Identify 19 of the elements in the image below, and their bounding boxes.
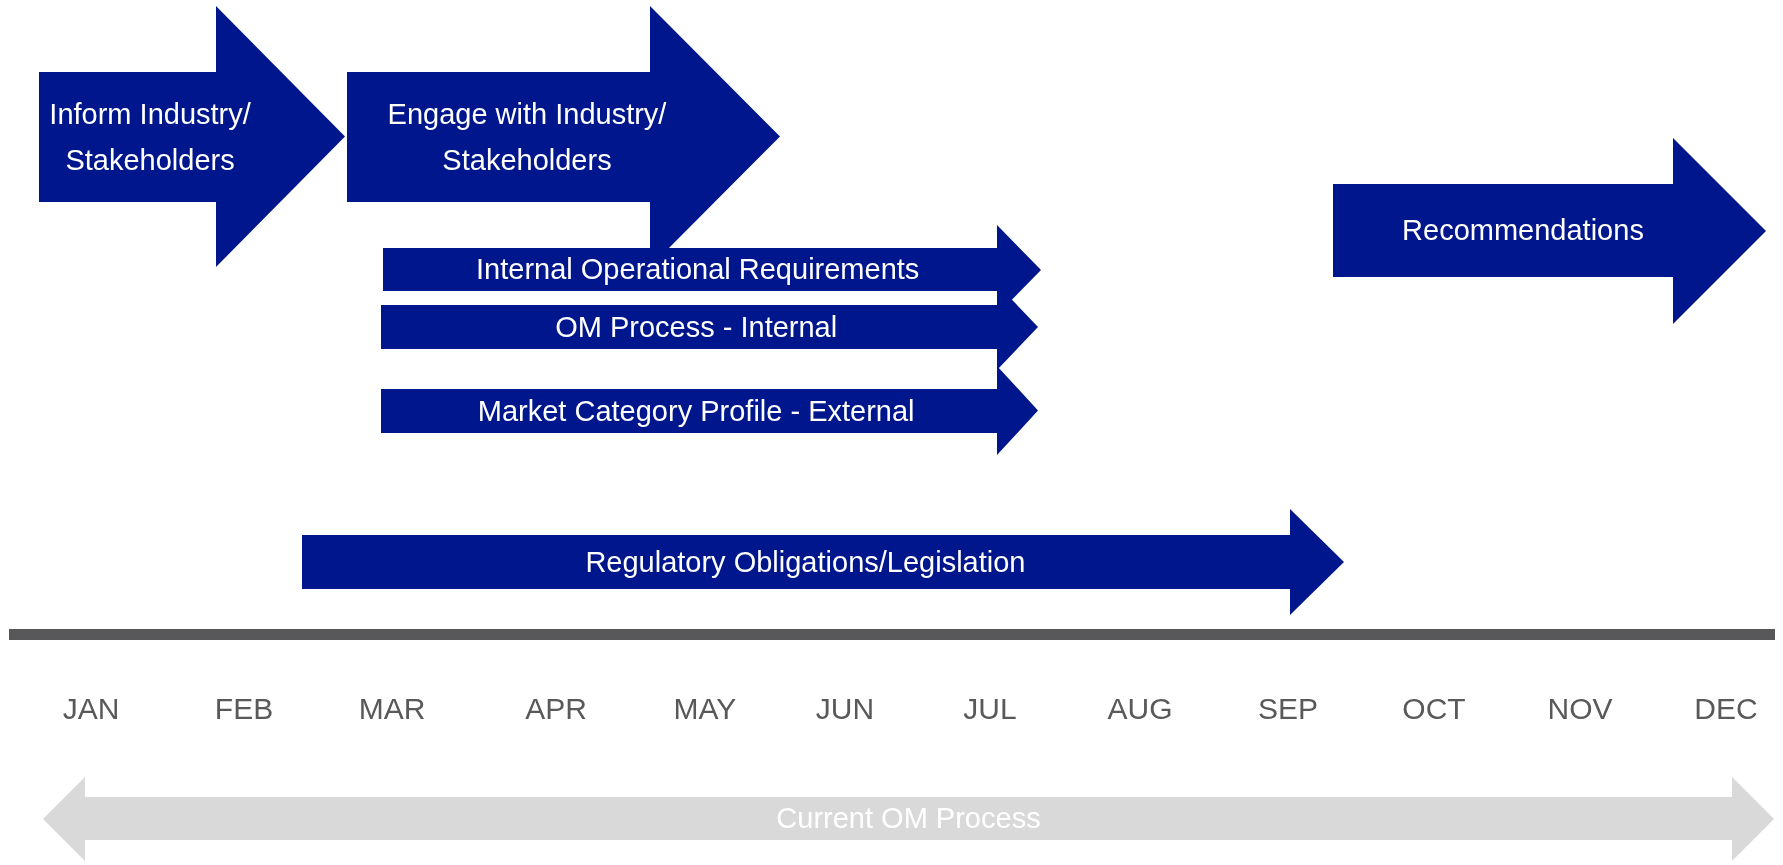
month-label: AUG (1106, 692, 1174, 726)
month-label: OCT (1401, 692, 1467, 726)
month-label: APR (524, 692, 588, 726)
month-label: MAR (357, 692, 427, 726)
month-label: JUL (962, 692, 1018, 726)
month-label: MAY (672, 692, 738, 726)
arrow-label: OM Process - Internal (555, 309, 838, 345)
arrow-label: Internal Operational Requirements (476, 252, 920, 288)
arrow-label: Engage with Industry/ Stakeholders (386, 96, 668, 178)
month-label: JUN (814, 692, 876, 726)
month-label: NOV (1546, 692, 1614, 726)
arrow-label: Inform Industry/ Stakeholders (48, 96, 252, 178)
month-label: JAN (61, 692, 121, 726)
arrow-label: Recommendations (1402, 213, 1644, 249)
month-label: FEB (213, 692, 275, 726)
month-label: SEP (1257, 692, 1319, 726)
month-label: DEC (1693, 692, 1759, 726)
arrow-label: Regulatory Obligations/Legislation (585, 544, 1026, 580)
arrow-label: Market Category Profile - External (477, 393, 915, 429)
